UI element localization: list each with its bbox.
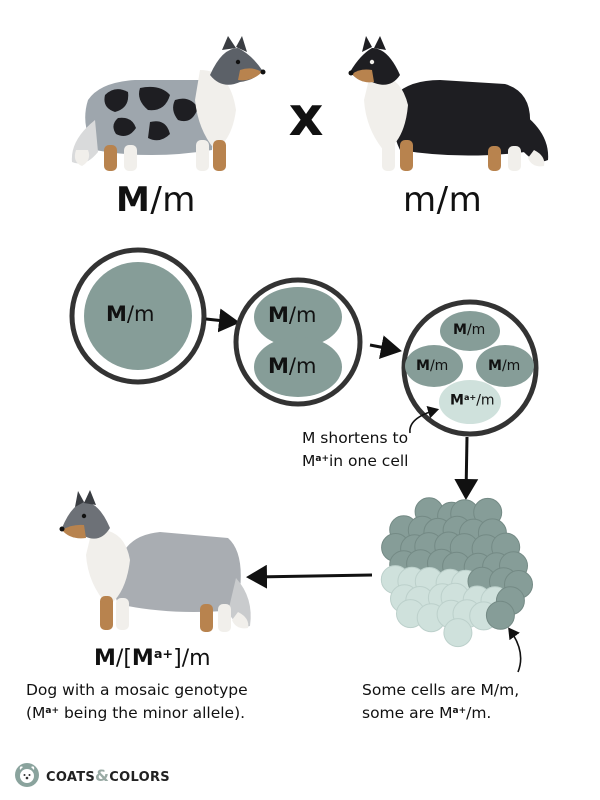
annotation-text: some are M [362,703,453,722]
allele-superscript: a+ [315,454,329,464]
curved-arrow-icon [409,406,440,434]
allele-superscript: a+ [452,706,467,716]
cell-top [254,287,342,347]
mutant-allele: M [131,646,154,671]
cell-mutant-label: Ma+/m [450,392,495,408]
major-allele: M [94,646,116,671]
annotation-line-1: Some cells are M/m, [362,681,520,699]
arrow-left-icon [246,564,373,589]
blue-merle-collie-illustration [71,36,266,171]
major-allele: M [416,358,430,374]
cell-b [405,345,463,387]
major-allele: M [453,322,467,338]
caption-text: (M [26,703,46,722]
zygote-cell [84,262,192,370]
cell-c-label: M/m [488,358,520,374]
minor-allele: /m [288,354,317,378]
brand-word-1: COATS [46,769,96,785]
allele-superscript: a+ [153,646,174,662]
caption-line-1: Dog with a mosaic genotype [26,681,248,699]
cells-annotation: Some cells are M/m, some are Ma+/m. [362,680,592,724]
brand-logo: COATS&COLORS [14,762,170,788]
offspring-caption: Dog with a mosaic genotype (Ma+ being th… [26,680,326,724]
cell-cluster [380,497,533,648]
cell-bottom-label: M/m [268,354,316,378]
curved-arrow-icon [508,627,522,673]
major-allele: M [116,180,151,220]
annotation-text: in one cell [328,451,409,470]
minor-allele: /m [150,180,196,220]
arrow-right-icon [205,308,240,333]
caption-line-2: (Ma+ being the minor allele). [26,701,326,724]
cell-top-label: M/m [268,303,316,327]
caption-text: being the minor allele). [59,703,246,722]
annotation-line-2: some are Ma+/m. [362,701,592,724]
minor-allele: /m [466,322,486,338]
major-allele: M [106,302,127,326]
allele-superscript: a+ [45,706,60,716]
mutant-cell [443,618,473,648]
right-parent-genotype: m/m [403,180,483,220]
minor-allele: ]/m [173,646,211,671]
minor-allele: /m [501,358,521,374]
arrow-down-icon [454,436,479,500]
shortens-annotation: M shortens to Ma+in one cell [302,428,452,472]
dog-face-icon [15,763,39,787]
brand-ampersand: & [95,765,110,785]
cross-symbol: x [289,85,324,148]
cell-a-label: M/m [453,322,485,338]
allele: M [302,451,316,470]
major-allele: M [450,392,464,409]
minor-allele: /m [429,358,449,374]
major-allele: M [268,303,289,327]
offspring-genotype: M/[Ma+]/m [94,646,211,671]
tricolor-collie-illustration [348,36,549,171]
brand-word-2: COLORS [109,769,170,785]
arrow-right-icon [369,335,402,359]
annotation-line-2: Ma+in one cell [302,449,452,472]
minor-allele: /m [476,392,495,409]
minor-allele: /m [288,303,317,327]
minor-allele: /m [126,302,155,326]
annotation-text: /m. [466,703,492,722]
four-cell-outline [401,299,539,437]
separator: /[ [115,646,132,671]
mosaic-collie-illustration [59,490,251,632]
normal-cell [485,600,515,630]
cell-mutant [439,380,501,424]
major-allele: M [268,354,289,378]
cell-a [440,311,500,351]
left-parent-genotype: M/m [116,180,196,220]
major-allele: M [488,358,502,374]
cell-c [476,345,534,387]
zygote-label: M/m [106,302,154,326]
annotation-line-1: M shortens to [302,429,409,447]
brand-name: COATS&COLORS [46,766,170,785]
cell-bottom [254,337,342,397]
allele-superscript: a+ [463,392,477,402]
cell-b-label: M/m [416,358,448,374]
